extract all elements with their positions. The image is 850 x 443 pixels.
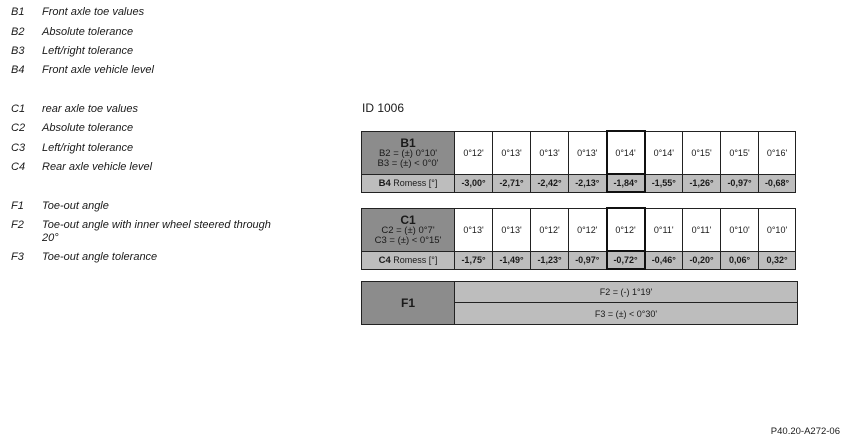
front-axle-toe-value: 0°13'	[568, 130, 607, 175]
id-label: ID 1006	[362, 101, 405, 115]
f3-value: F3 = (±) < 0°30'	[454, 302, 798, 325]
front-axle-toe-value: 0°14'	[644, 130, 683, 175]
front-axle-level-unit: Romess [°]	[393, 177, 438, 188]
legend-description: Toe-out angle tolerance	[42, 251, 158, 263]
legend-code: C1	[11, 103, 26, 115]
rear-axle-level-label: C4 Romess [°]	[361, 250, 455, 270]
legend-code: F3	[11, 251, 24, 263]
rear-axle-toe-value: 0°12'	[530, 207, 569, 252]
legend-description: Toe-out angle with inner wheel steered t…	[42, 219, 271, 244]
rear-axle-vehicle-level: -0,97°	[568, 250, 607, 270]
f2-value: F2 = (-) 1°19'	[454, 281, 798, 303]
rear-axle-toe-value: 0°11'	[682, 207, 721, 252]
legend-code: F2	[11, 219, 24, 231]
rear-axle-vehicle-level: 0,32°	[758, 250, 796, 270]
legend-code: B1	[11, 6, 25, 18]
front-axle-toe-value: 0°16'	[758, 130, 796, 175]
rear-axle-vehicle-level: -0,20°	[682, 250, 721, 270]
rear-axle-toe-value: 0°12'	[605, 207, 646, 252]
legend-code: B4	[11, 64, 25, 76]
rear-axle-toe-value: 0°12'	[568, 207, 607, 252]
rear-axle-vehicle-level: -1,75°	[454, 250, 493, 270]
legend-description: Front axle toe values	[42, 6, 145, 18]
rear-axle-toe-value: 0°13'	[454, 207, 493, 252]
front-axle-title: B1	[400, 135, 416, 150]
legend-description: Absolute tolerance	[42, 26, 134, 38]
legend-description: Absolute tolerance	[42, 122, 134, 134]
front-axle-vehicle-level: -2,42°	[530, 173, 569, 193]
front-axle-toe-value: 0°12'	[454, 130, 493, 175]
rear-axle-title: C1	[400, 212, 416, 227]
legend-code: C4	[11, 161, 26, 173]
legend-description: rear axle toe values	[42, 103, 138, 115]
rear-axle-vehicle-level: -0,46°	[644, 250, 683, 270]
rear-axle-absolute-tolerance: C2 = (±) 0°7'	[381, 224, 435, 236]
rear-axle-level-unit: Romess [°]	[393, 254, 438, 265]
legend-code: C3	[11, 142, 26, 154]
front-axle-level-label: B4 Romess [°]	[361, 173, 455, 193]
rear-axle-vehicle-level: 0,06°	[720, 250, 759, 270]
front-axle-toe-value: 0°14'	[605, 130, 646, 175]
legend-description: Rear axle vehicle level	[42, 161, 153, 173]
f1-title: F1	[361, 281, 455, 325]
rear-axle-level-code: C4	[378, 254, 391, 266]
reference-code: P40.20-A272-06	[770, 426, 840, 437]
legend-code: C2	[11, 122, 26, 134]
legend-code: F1	[11, 200, 24, 212]
front-axle-level-code: B4	[378, 177, 391, 189]
rear-axle-vehicle-level: -1,49°	[492, 250, 531, 270]
front-axle-vehicle-level: -2,71°	[492, 173, 531, 193]
front-axle-left-right-tolerance: B3 = (±) < 0°0'	[377, 157, 439, 169]
rear-axle-vehicle-level: -1,23°	[530, 250, 569, 270]
front-axle-toe-value: 0°13'	[530, 130, 569, 175]
front-axle-toe-value: 0°15'	[682, 130, 721, 175]
front-axle-vehicle-level: -1,55°	[644, 173, 683, 193]
front-axle-vehicle-level: -3,00°	[454, 173, 493, 193]
rear-axle-toe-value: 0°11'	[644, 207, 683, 252]
rear-axle-toe-value: 0°10'	[720, 207, 759, 252]
rear-axle-toe-value: 0°13'	[492, 207, 531, 252]
front-axle-vehicle-level: -0,97°	[720, 173, 759, 193]
front-axle-toe-value: 0°13'	[492, 130, 531, 175]
rear-axle-vehicle-level: -0,72°	[605, 250, 646, 270]
legend-code: B3	[11, 45, 25, 57]
legend-description: Toe-out angle	[42, 200, 109, 212]
front-axle-vehicle-level: -0,68°	[758, 173, 796, 193]
legend-description: Left/right tolerance	[42, 142, 134, 154]
front-axle-vehicle-level: -2,13°	[568, 173, 607, 193]
front-axle-toe-value: 0°15'	[720, 130, 759, 175]
front-axle-absolute-tolerance: B2 = (±) 0°10'	[378, 147, 438, 159]
front-axle-vehicle-level: -1,84°	[605, 173, 646, 193]
rear-axle-left-right-tolerance: C3 = (±) < 0°15'	[374, 234, 442, 246]
legend-description: Front axle vehicle level	[42, 64, 154, 76]
toe-out-table: F1 F2 = (-) 1°19' F3 = (±) < 0°30'	[361, 281, 798, 325]
front-axle-vehicle-level: -1,26°	[682, 173, 721, 193]
legend-description: Left/right tolerance	[42, 45, 134, 57]
rear-axle-toe-value: 0°10'	[758, 207, 796, 252]
legend-code: B2	[11, 26, 25, 38]
